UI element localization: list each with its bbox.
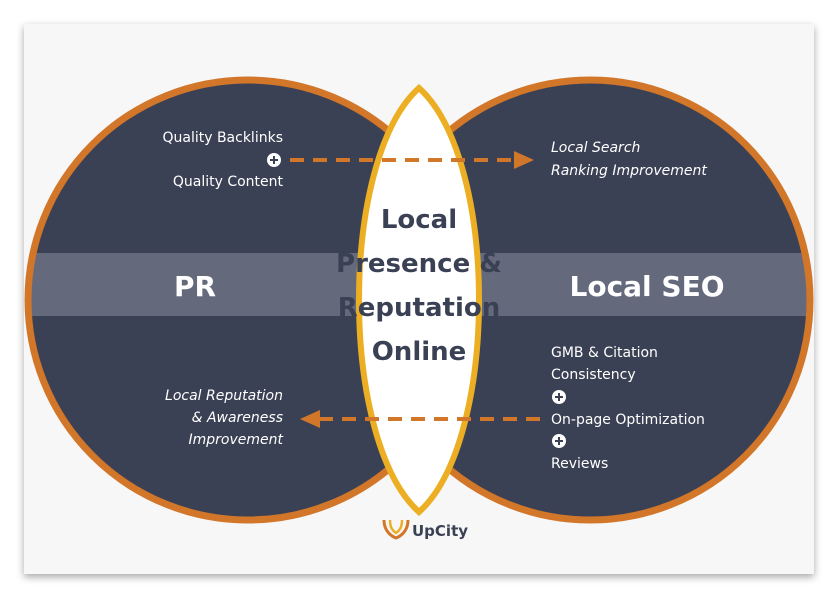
left-bottom-item: Improvement [189, 432, 284, 448]
right-bottom-item: Reviews [551, 456, 608, 472]
left-top-item: Quality Content [173, 174, 284, 190]
left-top-item: Quality Backlinks [162, 130, 283, 146]
upcity-logo-icon [382, 519, 410, 540]
plus-circle-icon [552, 390, 566, 404]
overlap-lens [356, 83, 482, 517]
right-bottom-item: Consistency [551, 367, 636, 383]
left-bottom-item: & Awareness [192, 410, 283, 426]
local-seo-title: Local SEO [569, 270, 724, 303]
right-bottom-item: GMB & Citation [551, 345, 658, 361]
arrow-right-head [514, 151, 534, 169]
center-title: Local Presence & Reputation Online [336, 205, 502, 367]
center-line: Local [381, 205, 457, 235]
plus-circle-icon [267, 153, 281, 167]
right-top-item: Local Search [551, 140, 640, 156]
center-line: Presence & [336, 249, 502, 279]
plus-circle-icon [552, 434, 566, 448]
arrow-left-head [300, 410, 320, 428]
right-bottom-item: On-page Optimization [551, 412, 705, 428]
right-top-item: Ranking Improvement [551, 163, 707, 179]
center-line: Online [372, 337, 467, 367]
center-line: Reputation [338, 293, 500, 323]
left-bottom-item: Local Reputation [165, 388, 283, 404]
brand-name: UpCity [412, 522, 468, 540]
pr-title: PR [174, 270, 216, 303]
